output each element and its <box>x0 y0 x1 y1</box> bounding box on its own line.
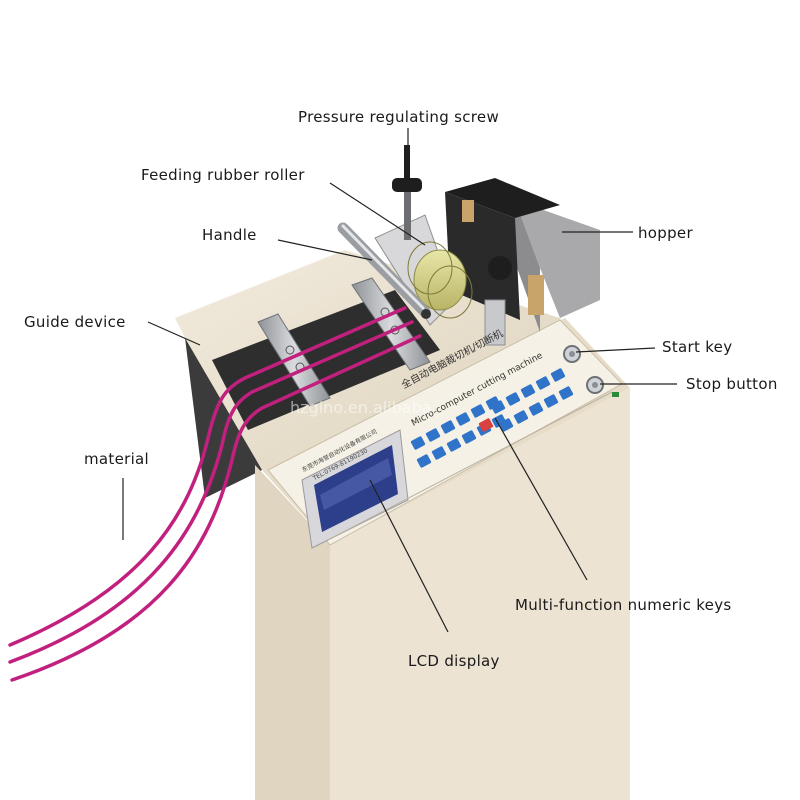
label-pressure-screw: Pressure regulating screw <box>298 108 500 126</box>
roller-assembly <box>374 145 512 346</box>
keypad-key[interactable] <box>425 428 441 442</box>
label-feeding-roller: Feeding rubber roller <box>141 166 305 184</box>
keypad-key[interactable] <box>520 384 536 398</box>
keypad-key[interactable] <box>440 420 456 434</box>
watermark: hzgino.en.alibaba <box>290 398 432 417</box>
label-lcd-display: LCD display <box>408 652 500 670</box>
label-numeric-keys: Multi-function numeric keys <box>515 596 732 614</box>
keypad-key[interactable] <box>410 436 426 450</box>
label-start-key: Start key <box>662 338 733 356</box>
keypad-key[interactable] <box>478 418 494 432</box>
label-hopper: hopper <box>638 224 693 242</box>
pressure-screw-knob <box>392 178 422 192</box>
keypad-key[interactable] <box>461 430 477 444</box>
keypad-key[interactable] <box>535 376 551 390</box>
label-material: material <box>84 450 150 468</box>
numeric-keypad <box>410 368 574 468</box>
label-stop-button: Stop button <box>686 375 778 393</box>
keypad-key[interactable] <box>558 386 574 400</box>
label-guide-device: Guide device <box>24 313 126 331</box>
keypad-key[interactable] <box>431 446 447 460</box>
keypad-key[interactable] <box>455 412 471 426</box>
leader-lines <box>122 128 677 633</box>
start-stop-buttons <box>563 345 619 397</box>
keypad-key[interactable] <box>505 392 521 406</box>
keypad-key[interactable] <box>446 438 462 452</box>
keypad-key[interactable] <box>416 454 432 468</box>
keypad-key[interactable] <box>543 394 559 408</box>
label-handle: Handle <box>202 226 257 244</box>
material-strands <box>8 306 422 682</box>
keypad-key[interactable] <box>513 410 529 424</box>
keypad-key[interactable] <box>550 368 566 382</box>
keypad-key[interactable] <box>470 404 486 418</box>
keypad-key[interactable] <box>528 402 544 416</box>
keypad-key[interactable] <box>490 400 506 414</box>
handle <box>337 222 431 319</box>
feeding-rubber-roller <box>413 249 467 311</box>
keypad-key[interactable] <box>498 418 514 432</box>
